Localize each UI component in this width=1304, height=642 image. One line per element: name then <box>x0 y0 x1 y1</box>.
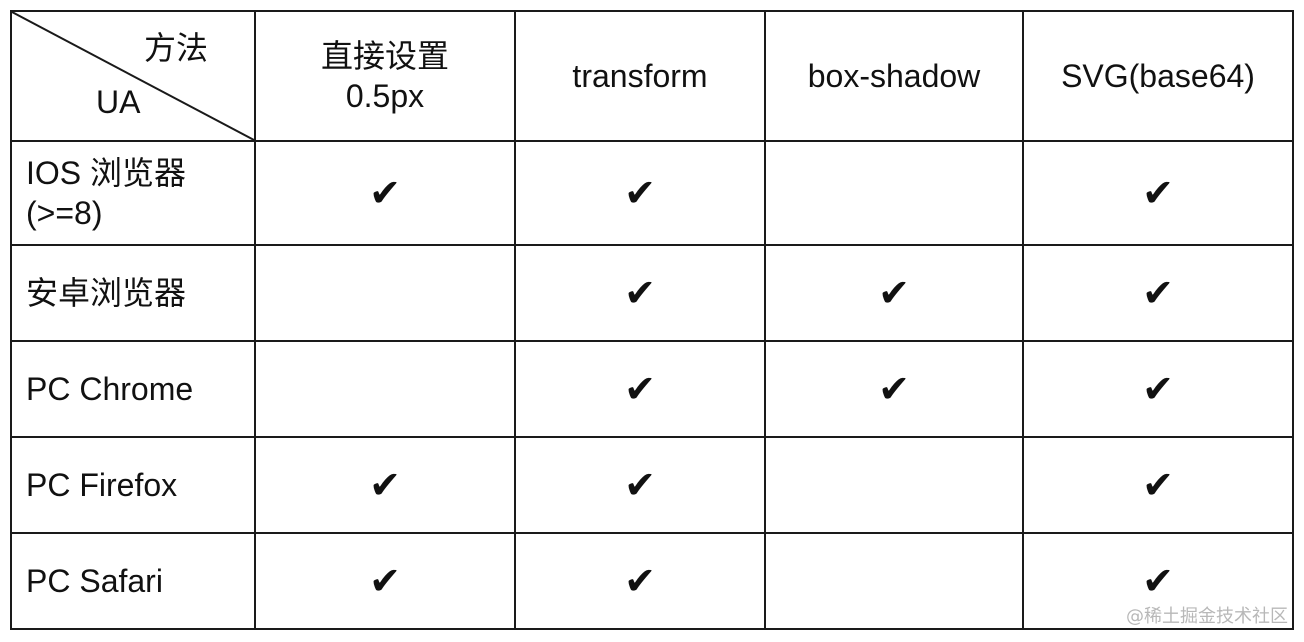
check-cell: ✔ <box>1022 340 1294 438</box>
column-header-line: SVG(base64) <box>1061 58 1255 94</box>
check-cell: ✔ <box>764 340 1024 438</box>
header-row: 方法 UA 直接设置 0.5px transform box-shadow SV… <box>10 10 1294 142</box>
corner-cell: 方法 UA <box>10 10 256 142</box>
table-row: PC Safari ✔ ✔ ✔ <box>10 532 1294 630</box>
table-row: PC Firefox ✔ ✔ ✔ <box>10 436 1294 534</box>
ua-name: PC Safari <box>26 563 163 599</box>
ua-name: PC Firefox <box>26 467 178 503</box>
table-row: IOS 浏览器 (>=8) ✔ ✔ ✔ <box>10 140 1294 246</box>
ua-version: (>=8) <box>26 195 103 231</box>
check-cell: ✔ <box>514 340 766 438</box>
column-header-direct-setting: 直接设置 0.5px <box>254 10 516 142</box>
check-cell: ✔ <box>1022 436 1294 534</box>
ua-name: IOS 浏览器 <box>26 155 187 191</box>
check-cell: ✔ <box>254 436 516 534</box>
compatibility-table: 方法 UA 直接设置 0.5px transform box-shadow SV… <box>10 10 1294 630</box>
column-header-line: 直接设置 <box>320 38 449 74</box>
check-cell <box>254 244 516 342</box>
ua-cell: PC Firefox <box>10 436 256 534</box>
check-cell: ✔ <box>1022 140 1294 246</box>
method-label: 方法 <box>143 30 208 66</box>
check-cell: ✔ <box>514 244 766 342</box>
check-cell: ✔ <box>764 244 1024 342</box>
check-cell <box>254 340 516 438</box>
column-header-line: 0.5px <box>345 78 425 114</box>
check-cell: ✔ <box>254 532 516 630</box>
table-row: PC Chrome ✔ ✔ ✔ <box>10 340 1294 438</box>
ua-cell: IOS 浏览器 (>=8) <box>10 140 256 246</box>
diagonal-line <box>12 12 254 140</box>
watermark: @稀土掘金技术社区 <box>1126 606 1288 627</box>
ua-cell: 安卓浏览器 <box>10 244 256 342</box>
check-cell: ✔ <box>1022 532 1294 630</box>
ua-name: PC Chrome <box>26 371 194 407</box>
check-cell: ✔ <box>514 532 766 630</box>
check-cell <box>764 532 1024 630</box>
table-row: 安卓浏览器 ✔ ✔ ✔ <box>10 244 1294 342</box>
column-header-line: transform <box>572 58 708 94</box>
check-cell <box>764 436 1024 534</box>
column-header-transform: transform <box>514 10 766 142</box>
check-cell: ✔ <box>254 140 516 246</box>
ua-cell: PC Safari <box>10 532 256 630</box>
column-header-box-shadow: box-shadow <box>764 10 1024 142</box>
check-cell: ✔ <box>514 436 766 534</box>
column-header-line: box-shadow <box>807 58 981 94</box>
check-cell: ✔ <box>1022 244 1294 342</box>
column-header-svg: SVG(base64) <box>1022 10 1294 142</box>
ua-label: UA <box>96 84 141 120</box>
check-cell <box>764 140 1024 246</box>
check-cell: ✔ <box>514 140 766 246</box>
ua-cell: PC Chrome <box>10 340 256 438</box>
ua-name: 安卓浏览器 <box>26 275 187 311</box>
